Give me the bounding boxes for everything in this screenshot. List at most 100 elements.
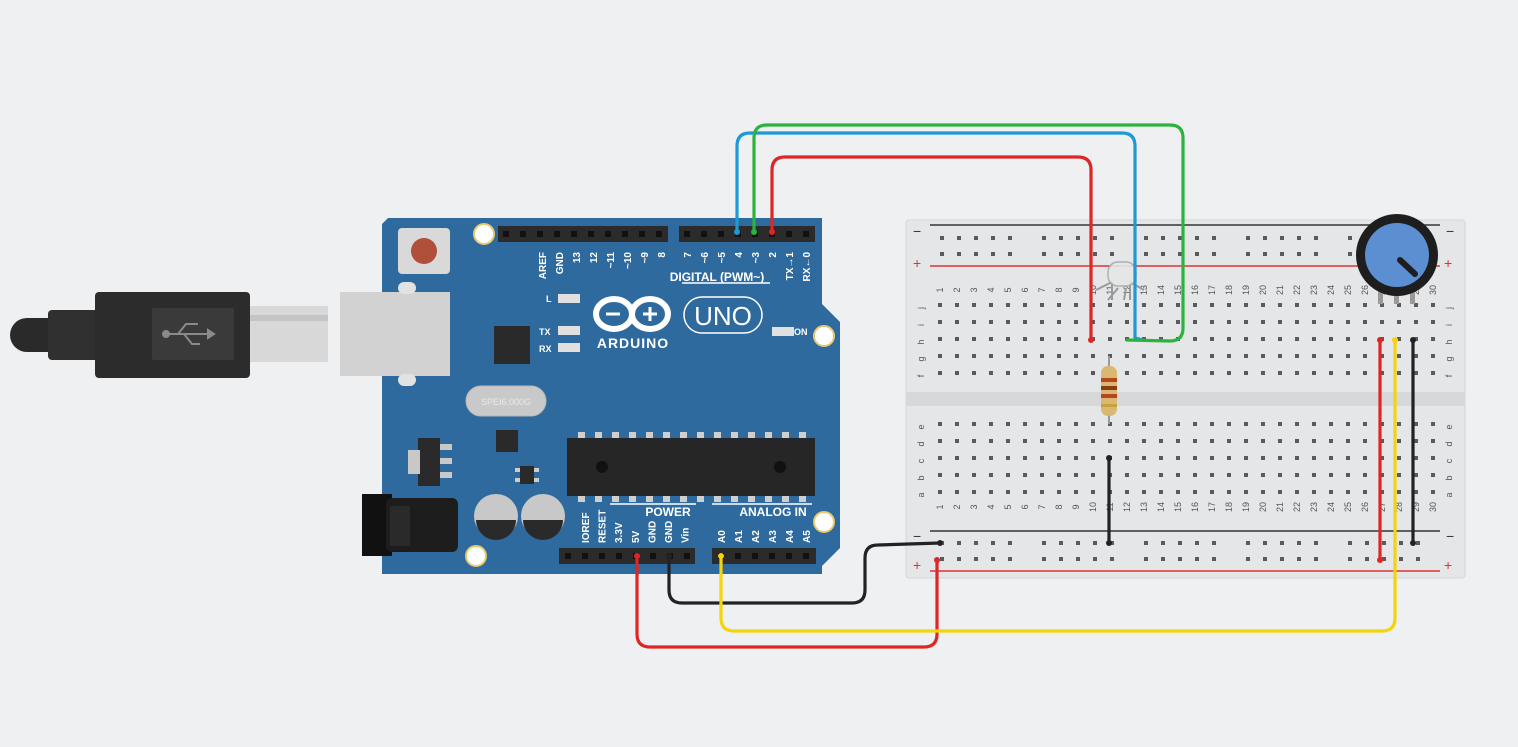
breadboard-hole[interactable]	[1278, 337, 1282, 341]
breadboard-hole[interactable]	[938, 303, 942, 307]
header-pin[interactable]	[769, 553, 775, 559]
breadboard-hole[interactable]	[1346, 422, 1350, 426]
breadboard-hole[interactable]	[1227, 439, 1231, 443]
breadboard-hole[interactable]	[1261, 439, 1265, 443]
breadboard-hole[interactable]	[1091, 320, 1095, 324]
breadboard-hole[interactable]	[1280, 557, 1284, 561]
breadboard-hole[interactable]	[1346, 473, 1350, 477]
breadboard-hole[interactable]	[1278, 320, 1282, 324]
breadboard-hole[interactable]	[957, 557, 961, 561]
breadboard-hole[interactable]	[1227, 490, 1231, 494]
breadboard-hole[interactable]	[989, 439, 993, 443]
breadboard-hole[interactable]	[1176, 371, 1180, 375]
header-pin[interactable]	[616, 553, 622, 559]
breadboard-hole[interactable]	[1280, 252, 1284, 256]
breadboard-hole[interactable]	[1057, 422, 1061, 426]
breadboard-hole[interactable]	[1142, 303, 1146, 307]
breadboard-hole[interactable]	[1091, 490, 1095, 494]
breadboard-hole[interactable]	[1040, 371, 1044, 375]
breadboard-hole[interactable]	[938, 371, 942, 375]
breadboard-hole[interactable]	[1295, 337, 1299, 341]
breadboard-hole[interactable]	[1159, 354, 1163, 358]
breadboard-hole[interactable]	[1006, 371, 1010, 375]
breadboard-hole[interactable]	[1363, 354, 1367, 358]
breadboard-hole[interactable]	[1263, 541, 1267, 545]
breadboard-hole[interactable]	[1042, 236, 1046, 240]
breadboard-hole[interactable]	[989, 320, 993, 324]
breadboard-hole[interactable]	[1297, 252, 1301, 256]
breadboard-hole[interactable]	[1399, 541, 1403, 545]
breadboard-hole[interactable]	[1125, 439, 1129, 443]
breadboard-hole[interactable]	[1346, 337, 1350, 341]
breadboard-hole[interactable]	[1210, 422, 1214, 426]
header-pin[interactable]	[718, 231, 724, 237]
breadboard-hole[interactable]	[1142, 422, 1146, 426]
breadboard-hole[interactable]	[1057, 371, 1061, 375]
breadboard-hole[interactable]	[1414, 320, 1418, 324]
breadboard-hole[interactable]	[1314, 557, 1318, 561]
breadboard-hole[interactable]	[989, 354, 993, 358]
breadboard-hole[interactable]	[1246, 236, 1250, 240]
breadboard-hole[interactable]	[1091, 439, 1095, 443]
breadboard-hole[interactable]	[1076, 236, 1080, 240]
breadboard-hole[interactable]	[938, 337, 942, 341]
breadboard-hole[interactable]	[989, 456, 993, 460]
breadboard-hole[interactable]	[1397, 473, 1401, 477]
breadboard-hole[interactable]	[1210, 337, 1214, 341]
breadboard-hole[interactable]	[955, 439, 959, 443]
breadboard-hole[interactable]	[1076, 252, 1080, 256]
breadboard-hole[interactable]	[1176, 422, 1180, 426]
breadboard-hole[interactable]	[1093, 252, 1097, 256]
breadboard-hole[interactable]	[955, 337, 959, 341]
breadboard-hole[interactable]	[1108, 439, 1112, 443]
wire-blue-pin4-to-led[interactable]	[735, 131, 1145, 342]
wire-red-pin2-to-led[interactable]	[770, 155, 1093, 342]
breadboard-hole[interactable]	[938, 490, 942, 494]
breadboard-hole[interactable]	[1074, 456, 1078, 460]
breadboard-hole[interactable]	[1159, 337, 1163, 341]
breadboard-hole[interactable]	[1057, 303, 1061, 307]
breadboard-hole[interactable]	[1193, 439, 1197, 443]
breadboard-hole[interactable]	[972, 337, 976, 341]
breadboard-hole[interactable]	[1380, 320, 1384, 324]
breadboard-hole[interactable]	[955, 473, 959, 477]
breadboard-hole[interactable]	[1278, 490, 1282, 494]
breadboard-hole[interactable]	[1076, 557, 1080, 561]
breadboard-hole[interactable]	[1397, 456, 1401, 460]
breadboard-hole[interactable]	[1346, 303, 1350, 307]
breadboard-hole[interactable]	[1380, 371, 1384, 375]
breadboard-hole[interactable]	[1365, 557, 1369, 561]
breadboard-hole[interactable]	[1159, 303, 1163, 307]
breadboard-hole[interactable]	[1431, 337, 1435, 341]
breadboard-hole[interactable]	[1227, 303, 1231, 307]
breadboard-hole[interactable]	[1363, 371, 1367, 375]
breadboard-hole[interactable]	[1161, 541, 1165, 545]
breadboard-hole[interactable]	[1059, 541, 1063, 545]
breadboard-hole[interactable]	[1125, 490, 1129, 494]
breadboard-hole[interactable]	[1057, 439, 1061, 443]
breadboard-hole[interactable]	[1261, 490, 1265, 494]
breadboard-hole[interactable]	[1040, 439, 1044, 443]
breadboard-hole[interactable]	[1363, 456, 1367, 460]
breadboard-hole[interactable]	[1397, 371, 1401, 375]
breadboard-hole[interactable]	[1006, 473, 1010, 477]
header-pin[interactable]	[786, 231, 792, 237]
breadboard-hole[interactable]	[1142, 473, 1146, 477]
breadboard-hole[interactable]	[1278, 422, 1282, 426]
breadboard-hole[interactable]	[1074, 371, 1078, 375]
breadboard-hole[interactable]	[940, 236, 944, 240]
breadboard-hole[interactable]	[989, 337, 993, 341]
header-pin[interactable]	[554, 231, 560, 237]
potentiometer[interactable]	[1356, 214, 1438, 304]
breadboard-hole[interactable]	[1295, 439, 1299, 443]
breadboard-hole[interactable]	[1314, 541, 1318, 545]
breadboard-hole[interactable]	[1348, 541, 1352, 545]
breadboard-hole[interactable]	[1125, 456, 1129, 460]
breadboard-hole[interactable]	[1261, 354, 1265, 358]
breadboard-hole[interactable]	[1278, 456, 1282, 460]
breadboard-hole[interactable]	[1176, 354, 1180, 358]
breadboard-hole[interactable]	[1227, 456, 1231, 460]
breadboard-hole[interactable]	[1227, 354, 1231, 358]
header-pin[interactable]	[656, 231, 662, 237]
header-pin[interactable]	[537, 231, 543, 237]
